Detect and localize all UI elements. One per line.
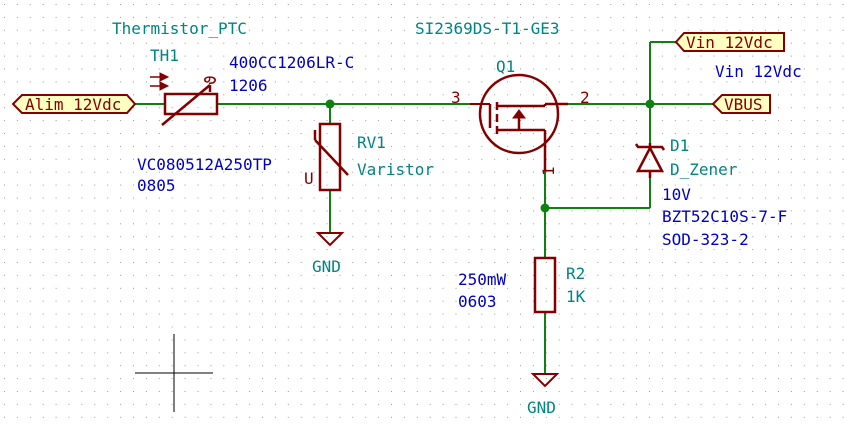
th1-package: 1206 (229, 76, 268, 95)
resistor-r2[interactable] (533, 256, 557, 314)
r2-ref: R2 (566, 264, 585, 283)
label-alim-text: Alim_12Vdc (25, 95, 121, 114)
d1-cathode-bar (634, 143, 666, 151)
thermistor-slash (161, 84, 211, 126)
d1-package: SOD-323-2 (662, 230, 749, 249)
d1-value: D_Zener (670, 160, 738, 179)
th1-ref: TH1 (150, 46, 179, 65)
r2-power: 250mW (458, 270, 507, 289)
q1-ref: Q1 (496, 57, 515, 76)
th1-name: Thermistor_PTC (112, 19, 247, 38)
gnd-symbol-r2 (530, 373, 560, 388)
d1-ref: D1 (670, 136, 689, 155)
d1-voltage: 10V (662, 185, 691, 204)
label-alim[interactable]: Alim_12Vdc (11, 94, 137, 114)
junction-gate-node (325, 99, 335, 109)
junction-vbus-node (645, 99, 655, 109)
gnd-label-rv1: GND (312, 257, 341, 276)
varistor-mark: U (304, 169, 314, 188)
q1-pin-source: 1 (539, 166, 558, 176)
r2-package: 0603 (458, 292, 497, 311)
crosshair-cursor (135, 334, 213, 412)
mosfet-q1[interactable] (470, 73, 568, 170)
rv1-part: VC080512A250TP (137, 155, 272, 174)
wires (135, 41, 713, 373)
th1-part: 400CC1206LR-C (229, 53, 354, 72)
gnd-symbol-rv1 (315, 232, 345, 247)
rv1-package: 0805 (137, 176, 176, 195)
junction-source-node (540, 203, 550, 213)
rv1-value: Varistor (357, 160, 434, 179)
zener-d1[interactable] (634, 143, 666, 178)
q1-part: SI2369DS-T1-GE3 (415, 19, 560, 38)
varistor-rv1[interactable]: U (304, 122, 349, 192)
label-vbus-text: VBUS (724, 95, 763, 114)
label-vin-text: Vin_12Vdc (686, 33, 773, 52)
thermistor-arrowhead-1 (159, 72, 170, 82)
q1-arrow (512, 109, 526, 119)
r2-value: 1K (566, 287, 586, 306)
vin-note: Vin 12Vdc (715, 62, 802, 81)
d1-part: BZT52C10S-7-F (662, 207, 787, 226)
thermistor-arrowhead-2 (159, 81, 170, 91)
gnd-label-r2: GND (527, 398, 556, 417)
rv1-ref: RV1 (357, 133, 386, 152)
thermistor-th1[interactable]: ϑ (150, 72, 220, 126)
varistor-slash (314, 139, 349, 176)
q1-pin-drain: 2 (580, 88, 590, 107)
label-vin[interactable]: Vin_12Vdc (674, 32, 785, 52)
q1-pin-gate: 3 (451, 88, 461, 107)
thermistor-mark: ϑ (201, 75, 220, 85)
label-vbus[interactable]: VBUS (711, 94, 771, 114)
